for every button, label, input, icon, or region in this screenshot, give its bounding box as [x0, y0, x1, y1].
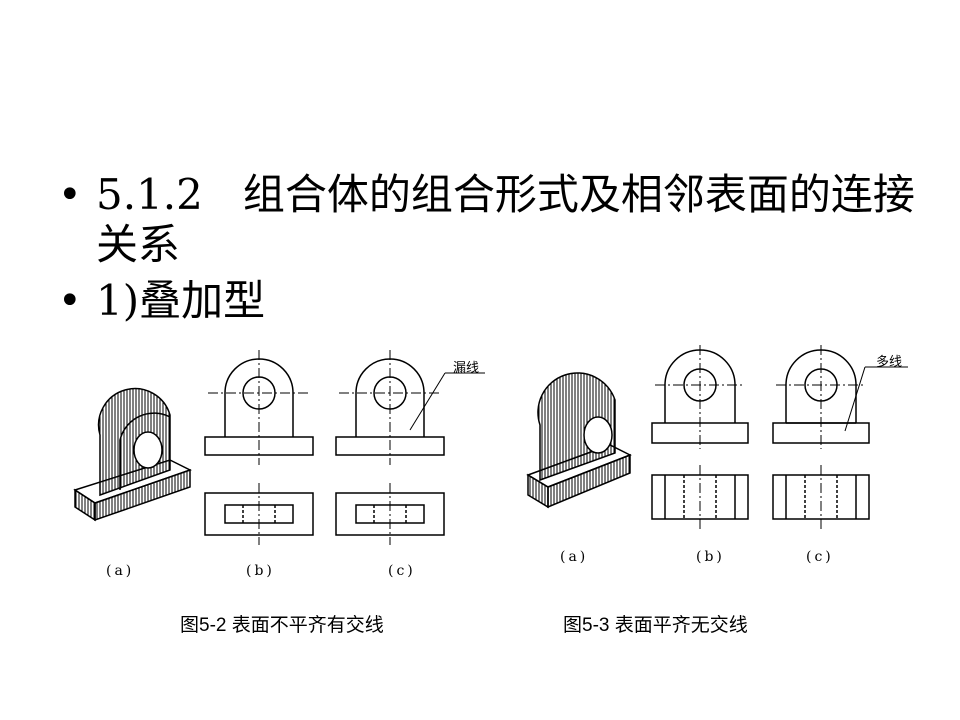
bullet-dot: • [58, 278, 82, 324]
iso-view-a [73, 387, 192, 522]
front-view-c [772, 345, 908, 449]
figure-5-3-drawing [526, 345, 908, 529]
iso-view-a [526, 372, 632, 509]
figure-5-2-drawing [73, 350, 485, 545]
top-view-b [204, 483, 314, 545]
caption-figure-5-3: 图5-3 表面平齐无交线 [563, 615, 748, 636]
sub-label-c: (c) [806, 549, 834, 565]
bullet-item-2: • 1)叠加型 [58, 276, 938, 326]
callout-extra-line: 多线 [876, 354, 903, 369]
figure-5-2: 漏线 (a) (b) (c) [60, 345, 500, 579]
sub-label-a: (a) [560, 549, 589, 565]
subsection-title: 1)叠加型 [96, 276, 266, 325]
front-view-c [335, 350, 485, 465]
section-number: 5.1.2 [96, 170, 203, 219]
sub-label-b: (b) [696, 549, 725, 565]
sub-label-c: (c) [388, 563, 416, 579]
section-title: 组合体的组合形式及相邻表面的连接关系 [96, 170, 915, 269]
sub-label-a: (a) [106, 563, 135, 579]
sub-label-b: (b) [246, 563, 275, 579]
front-view-b [204, 350, 314, 465]
callout-missing-line: 漏线 [453, 360, 480, 375]
bullet-dot: • [58, 172, 82, 218]
caption-figure-5-2: 图5-2 表面不平齐有交线 [180, 615, 384, 636]
figure-5-3: 多线 (a) (b) (c) [520, 345, 940, 575]
top-view-c [772, 465, 870, 529]
front-view-b [651, 345, 749, 449]
top-view-c [335, 483, 445, 545]
top-view-b [651, 465, 749, 529]
